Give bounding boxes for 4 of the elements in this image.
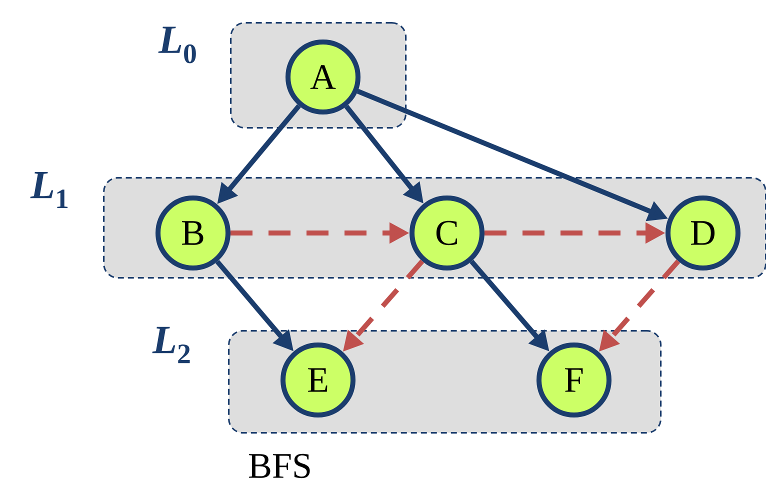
level-label: L$_{2}$: [152, 326, 190, 364]
level-label: L$_{1}$: [30, 172, 68, 208]
caption-label: BFS: [249, 454, 310, 478]
level-label: L$_{0}$: [158, 26, 196, 64]
